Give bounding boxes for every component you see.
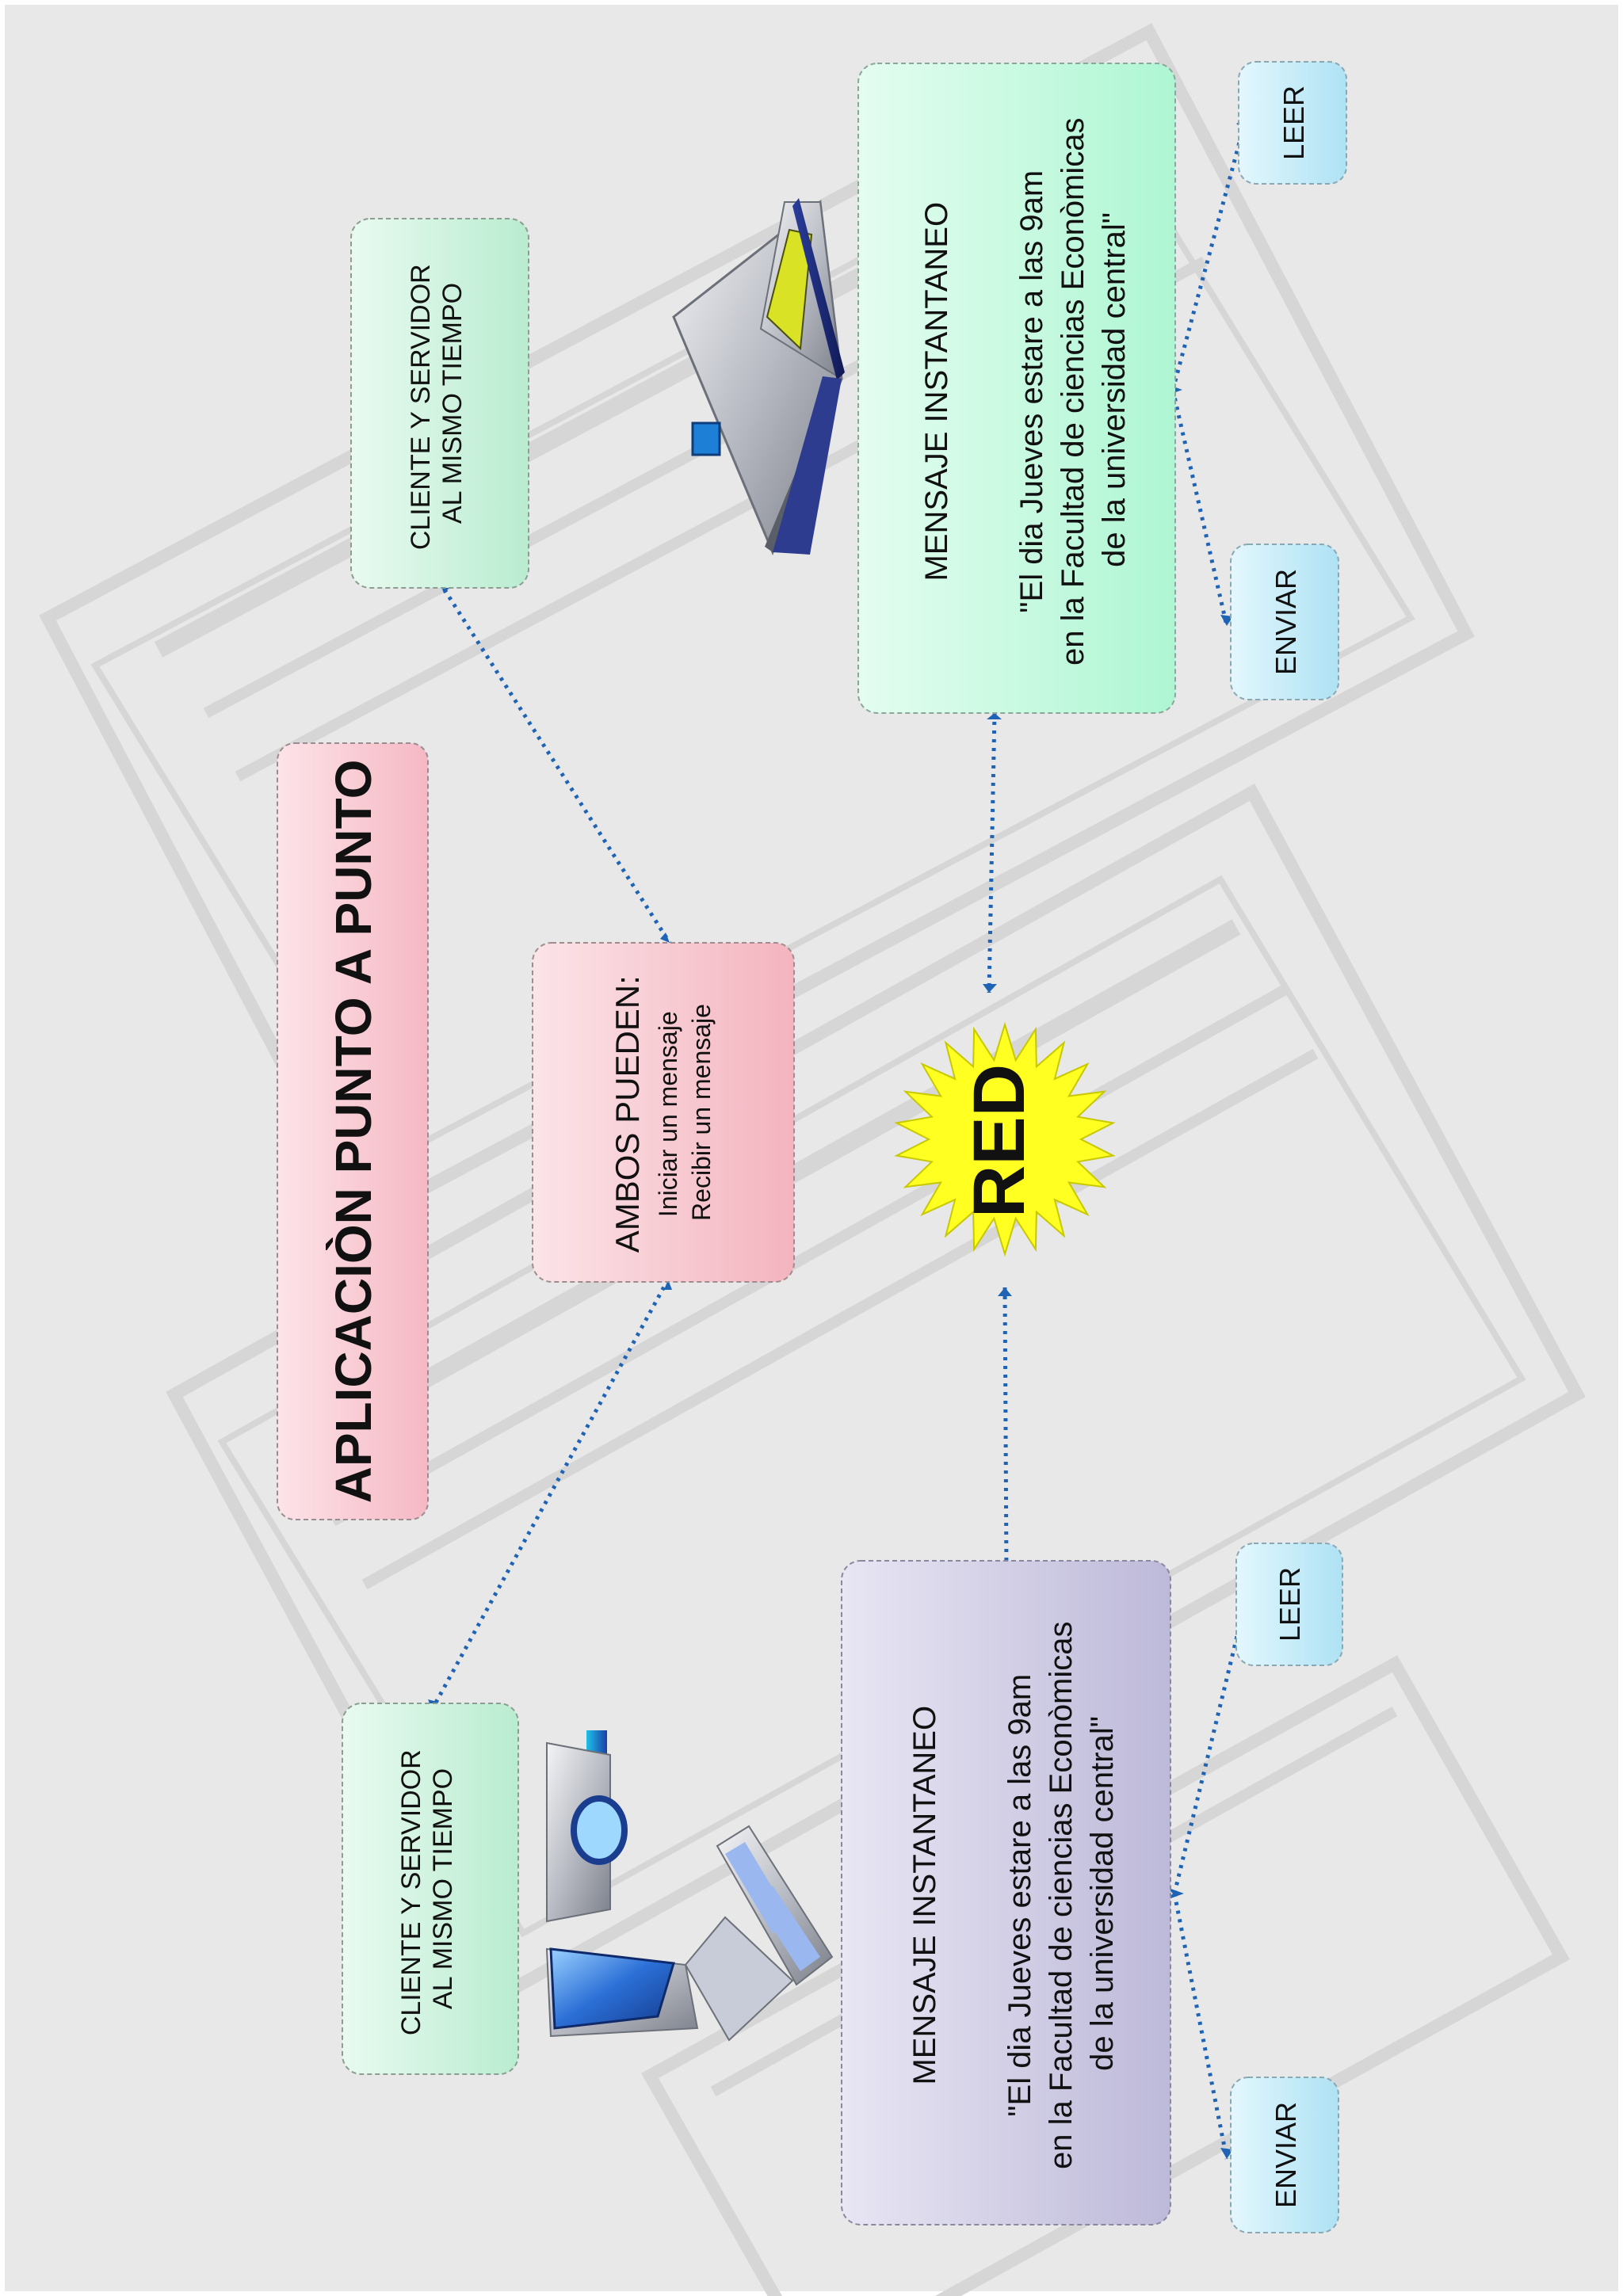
ambos-pueden-item-2: Recibir un mensaje	[687, 1004, 716, 1221]
network-label: RED	[959, 1064, 1040, 1218]
svg-text:MENSAJE INSTANTANEO "El di: MENSAJE INSTANTANEO "El dia Jueves estar…	[919, 114, 1132, 666]
message-bottom-line-2: en la Facultad de ciencias Econòmicas	[1044, 1621, 1079, 2168]
message-top-line-3: de la universidad central"	[1097, 212, 1132, 567]
message-bottom-heading: MENSAJE INSTANTANEO	[907, 1706, 942, 2085]
title-box	[277, 742, 429, 1520]
desktop-computer-icon	[545, 1730, 834, 2042]
connector-message-top-to-red	[987, 712, 997, 994]
enviar-button-bottom[interactable]: ENVIAR	[1230, 2077, 1339, 2233]
svg-text:CLIENTE Y SERVIDOR AL MISM: CLIENTE Y SERVIDOR AL MISMO TIEMPO	[406, 257, 468, 550]
peer-role-top-line-1: CLIENTE Y SERVIDOR	[406, 264, 436, 550]
message-top-line-2: en la Facultad de ciencias Econòmicas	[1056, 117, 1090, 665]
ambos-pueden-item-1: Iniciar un mensaje	[654, 1011, 682, 1217]
connector-peer-top-to-ambos	[437, 581, 672, 944]
svg-text:CLIENTE Y SERVIDOR AL MISM: CLIENTE Y SERVIDOR AL MISMO TIEMPO	[396, 1742, 458, 2035]
peer-role-top-line-2: AL MISMO TIEMPO	[437, 283, 468, 524]
ambos-pueden-box	[532, 942, 795, 1283]
peer-role-bottom-line-1: CLIENTE Y SERVIDOR	[396, 1749, 426, 2035]
connector-red-to-message-bottom	[1002, 1287, 1009, 1573]
svg-text:AMBOS PUEDEN: Iniciar un m: AMBOS PUEDEN: Iniciar un mensaje Recibir…	[609, 972, 716, 1253]
message-top-heading: MENSAJE INSTANTANEO	[919, 202, 954, 582]
leer-button-bottom[interactable]: LEER	[1235, 1543, 1343, 1666]
enviar-label-bottom: ENVIAR	[1270, 2102, 1302, 2208]
peer-role-box-top	[350, 218, 529, 589]
leer-label-top: LEER	[1277, 86, 1310, 160]
message-top-line-1: "El dia Jueves estare a las 9am	[1014, 170, 1049, 613]
connector-hub-to-enviar-bottom	[1172, 1893, 1229, 2160]
network-starburst-icon	[894, 1021, 1116, 1257]
message-bottom-line-1: "El dia Jueves estare a las 9am	[1002, 1674, 1037, 2117]
message-box-bottom	[841, 1560, 1171, 2225]
connector-hub-to-leer-top	[1170, 118, 1248, 391]
leer-button-top[interactable]: LEER	[1238, 61, 1347, 185]
enviar-label-top: ENVIAR	[1270, 569, 1302, 675]
enviar-button-top[interactable]: ENVIAR	[1230, 543, 1339, 700]
svg-text:MENSAJE INSTANTANEO "El di: MENSAJE INSTANTANEO "El dia Jueves estar…	[907, 1618, 1120, 2169]
leer-label-bottom: LEER	[1274, 1567, 1306, 1642]
peer-role-bottom-line-2: AL MISMO TIEMPO	[428, 1768, 458, 2009]
connector-hub-to-enviar-top	[1170, 389, 1229, 627]
ambos-pueden-heading: AMBOS PUEDEN:	[609, 975, 646, 1253]
connector-ambos-to-peer-bottom	[430, 1278, 670, 1711]
laptop-icon	[672, 198, 845, 555]
peer-role-box-bottom	[342, 1703, 519, 2075]
page-title: APLICACIÒN PUNTO A PUNTO	[325, 760, 382, 1504]
connector-lines	[430, 118, 1248, 2160]
message-bottom-line-3: de la universidad central"	[1085, 1716, 1120, 2071]
connector-hub-to-leer-bottom	[1172, 1600, 1248, 1894]
message-box-top	[857, 63, 1176, 714]
